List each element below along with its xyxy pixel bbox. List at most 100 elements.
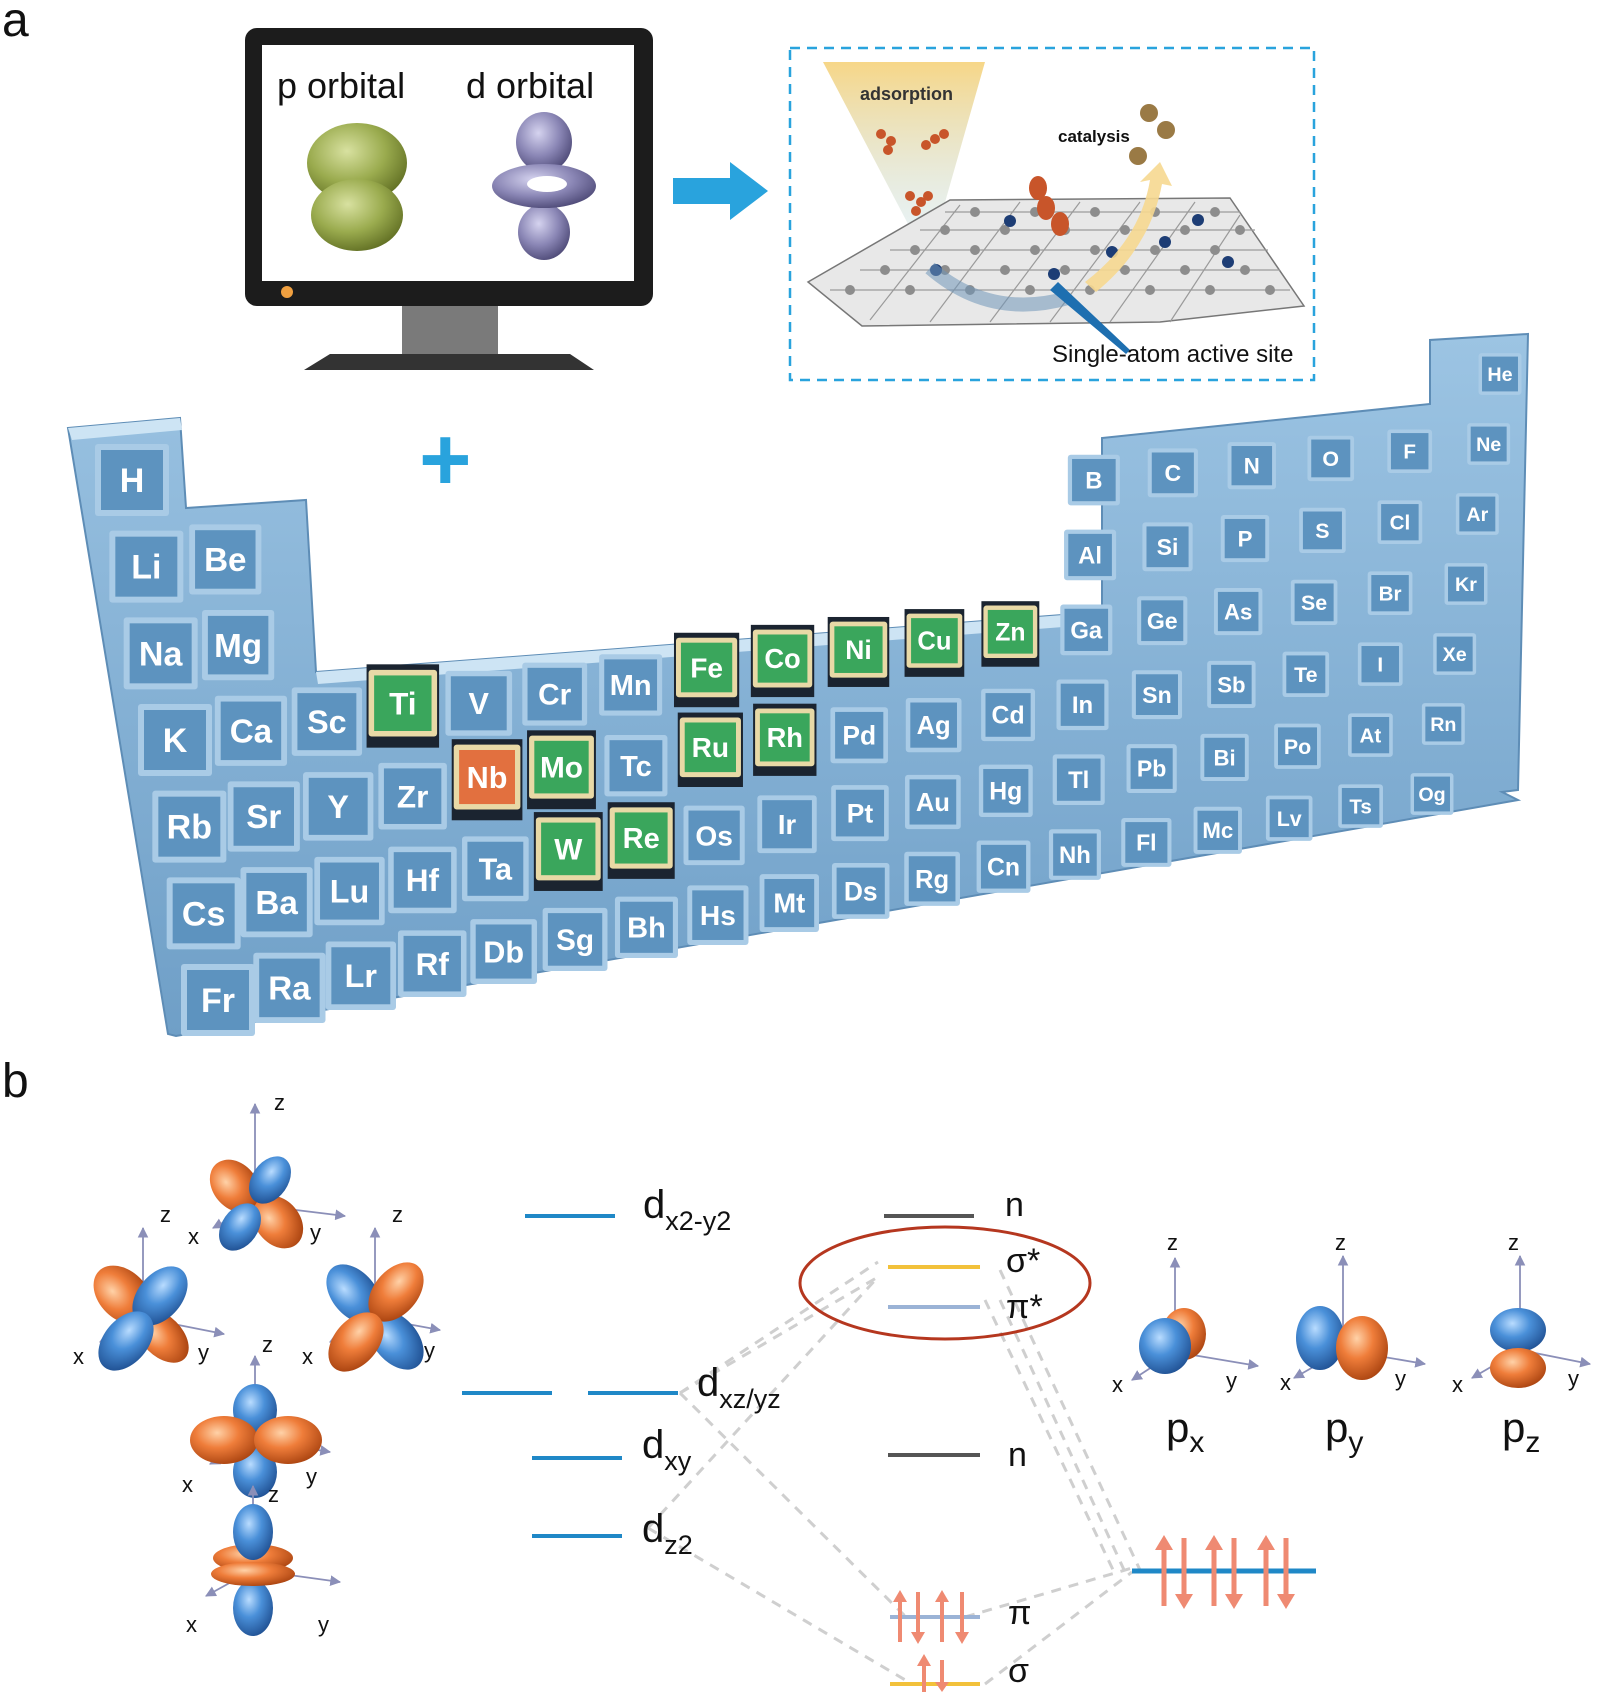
element-tile-cl: Cl xyxy=(1377,500,1423,544)
element-symbol: Sn xyxy=(1142,682,1172,708)
element-symbol: Lv xyxy=(1277,807,1302,831)
element-tile-rn: Rn xyxy=(1421,703,1465,745)
axis-x-label: x xyxy=(302,1344,313,1369)
axis-z-label: z xyxy=(1335,1230,1346,1255)
label-pz: pz xyxy=(1502,1404,1540,1459)
element-tile-pt: Pt xyxy=(831,785,889,842)
element-tile-au: Au xyxy=(905,774,961,830)
element-symbol: Cs xyxy=(182,895,225,933)
element-symbol: Ag xyxy=(917,712,951,740)
label-dxzyz: dxz/yz xyxy=(697,1361,781,1414)
axis-x-label: x xyxy=(188,1224,199,1249)
element-symbol: F xyxy=(1403,440,1416,463)
element-tile-se: Se xyxy=(1290,579,1338,626)
element-tile-po: Po xyxy=(1274,723,1321,769)
electrons-p xyxy=(1155,1535,1295,1609)
element-symbol: Kr xyxy=(1455,574,1477,596)
element-tile-c: C xyxy=(1147,448,1198,498)
correlation-lines xyxy=(646,1260,1142,1686)
arrow-right-icon xyxy=(673,162,768,220)
element-tile-p: P xyxy=(1220,515,1270,563)
element-tile-rb: Rb xyxy=(152,790,227,863)
element-tile-y: Y xyxy=(303,772,374,841)
adsorption-cone xyxy=(823,62,985,262)
catalysis-panel: adsorption catalysis xyxy=(788,46,1316,382)
element-tile-lv: Lv xyxy=(1265,795,1313,841)
element-tile-ca: Ca xyxy=(214,695,288,766)
element-symbol: B xyxy=(1085,468,1102,495)
element-tile-be: Be xyxy=(189,524,262,595)
element-tile-hs: Hs xyxy=(687,885,749,945)
p-orbital-shape xyxy=(307,123,407,251)
element-tile-tc: Tc xyxy=(604,735,668,797)
element-symbol: N xyxy=(1244,453,1260,478)
element-tile-te: Te xyxy=(1282,651,1330,697)
axis-z-label: z xyxy=(392,1202,403,1227)
element-tile-fl: Fl xyxy=(1121,818,1172,867)
element-tile-he: He xyxy=(1478,353,1522,395)
element-tile-ar: Ar xyxy=(1455,493,1499,535)
orbital-dx2y2: z x y xyxy=(188,1090,347,1251)
element-tile-ga: Ga xyxy=(1060,604,1113,656)
orbital-pz: z x y pz xyxy=(1452,1230,1592,1459)
axis-y-label: y xyxy=(424,1338,435,1363)
electrons-sigma xyxy=(917,1654,949,1692)
element-symbol: Y xyxy=(327,789,349,825)
element-symbol: Pd xyxy=(842,721,876,751)
element-symbol: Hg xyxy=(989,779,1022,806)
element-tile-br: Br xyxy=(1367,571,1413,615)
element-symbol: Og xyxy=(1418,784,1445,806)
element-symbol: Rg xyxy=(915,866,949,894)
element-tile-re: Re xyxy=(607,802,675,879)
single-atom-site-label: Single-atom active site xyxy=(1052,341,1293,368)
element-tile-tl: Tl xyxy=(1052,754,1105,806)
element-symbol: Nb xyxy=(467,761,508,795)
element-tile-b: B xyxy=(1067,454,1120,506)
element-symbol: Cu xyxy=(917,628,951,656)
element-tile-fe: Fe xyxy=(673,632,740,708)
element-symbol: Co xyxy=(764,643,800,674)
p-orbital-shapes: z x y px z x y py z x y pz xyxy=(1112,1230,1592,1459)
element-symbol: Ar xyxy=(1466,504,1488,526)
highlight-ellipse xyxy=(798,1225,1092,1341)
label-pi-star: π* xyxy=(1006,1288,1043,1326)
flow-arrow-blue xyxy=(925,262,1070,312)
element-symbol: Cd xyxy=(992,703,1025,730)
molecules xyxy=(876,129,949,216)
catalysis-arrow xyxy=(1085,162,1172,292)
element-symbol: Ca xyxy=(230,714,273,751)
element-tile-cn: Cn xyxy=(976,840,1031,893)
element-symbol: Mc xyxy=(1202,818,1233,843)
element-tile-bh: Bh xyxy=(614,896,678,958)
element-symbol: Ti xyxy=(389,685,416,721)
axis-y-label: y xyxy=(318,1612,329,1637)
element-symbol: Ta xyxy=(479,853,513,887)
element-tile-ni: Ni xyxy=(827,616,890,687)
element-symbol: Hs xyxy=(700,900,736,931)
element-tile-as: As xyxy=(1213,587,1263,636)
element-symbol: Ge xyxy=(1147,608,1178,634)
adsorbed-molecule xyxy=(1029,176,1069,236)
element-symbol: Ga xyxy=(1070,617,1103,644)
axis-z-label: z xyxy=(1167,1230,1178,1255)
element-tile-i: I xyxy=(1357,642,1403,686)
element-symbol: Rf xyxy=(416,946,450,982)
adsorption-label: adsorption xyxy=(860,84,953,104)
single-atoms xyxy=(930,214,1234,280)
label-dx2y2: dx2-y2 xyxy=(643,1183,731,1236)
axis-x-label: x xyxy=(73,1344,84,1369)
axis-z-label: z xyxy=(268,1482,279,1507)
element-symbol: Au xyxy=(916,789,950,817)
element-tile-al: Al xyxy=(1064,529,1117,581)
element-symbol: P xyxy=(1238,526,1253,551)
axis-z-label: z xyxy=(274,1090,285,1115)
element-symbol: Hf xyxy=(406,862,440,898)
element-tile-bi: Bi xyxy=(1200,733,1249,781)
element-tile-v: V xyxy=(445,670,513,736)
element-tile-n: N xyxy=(1227,442,1276,490)
element-symbol: He xyxy=(1487,364,1512,386)
element-tile-ba: Ba xyxy=(240,867,313,938)
element-tile-pd: Pd xyxy=(830,707,888,764)
